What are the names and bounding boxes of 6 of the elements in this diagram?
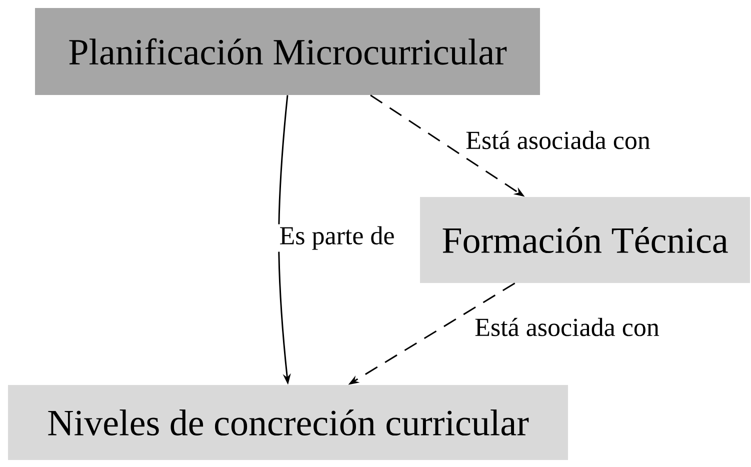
concept-box: Niveles de concreción curricular [8, 385, 568, 460]
edge-label: Está asociada con [472, 316, 662, 338]
concept-box: Formación Técnica [420, 197, 750, 283]
concept-box: Planificación Microcurricular [35, 8, 540, 95]
edge-label: Está asociada con [464, 128, 652, 152]
edge-label: Es parte de [277, 224, 397, 252]
